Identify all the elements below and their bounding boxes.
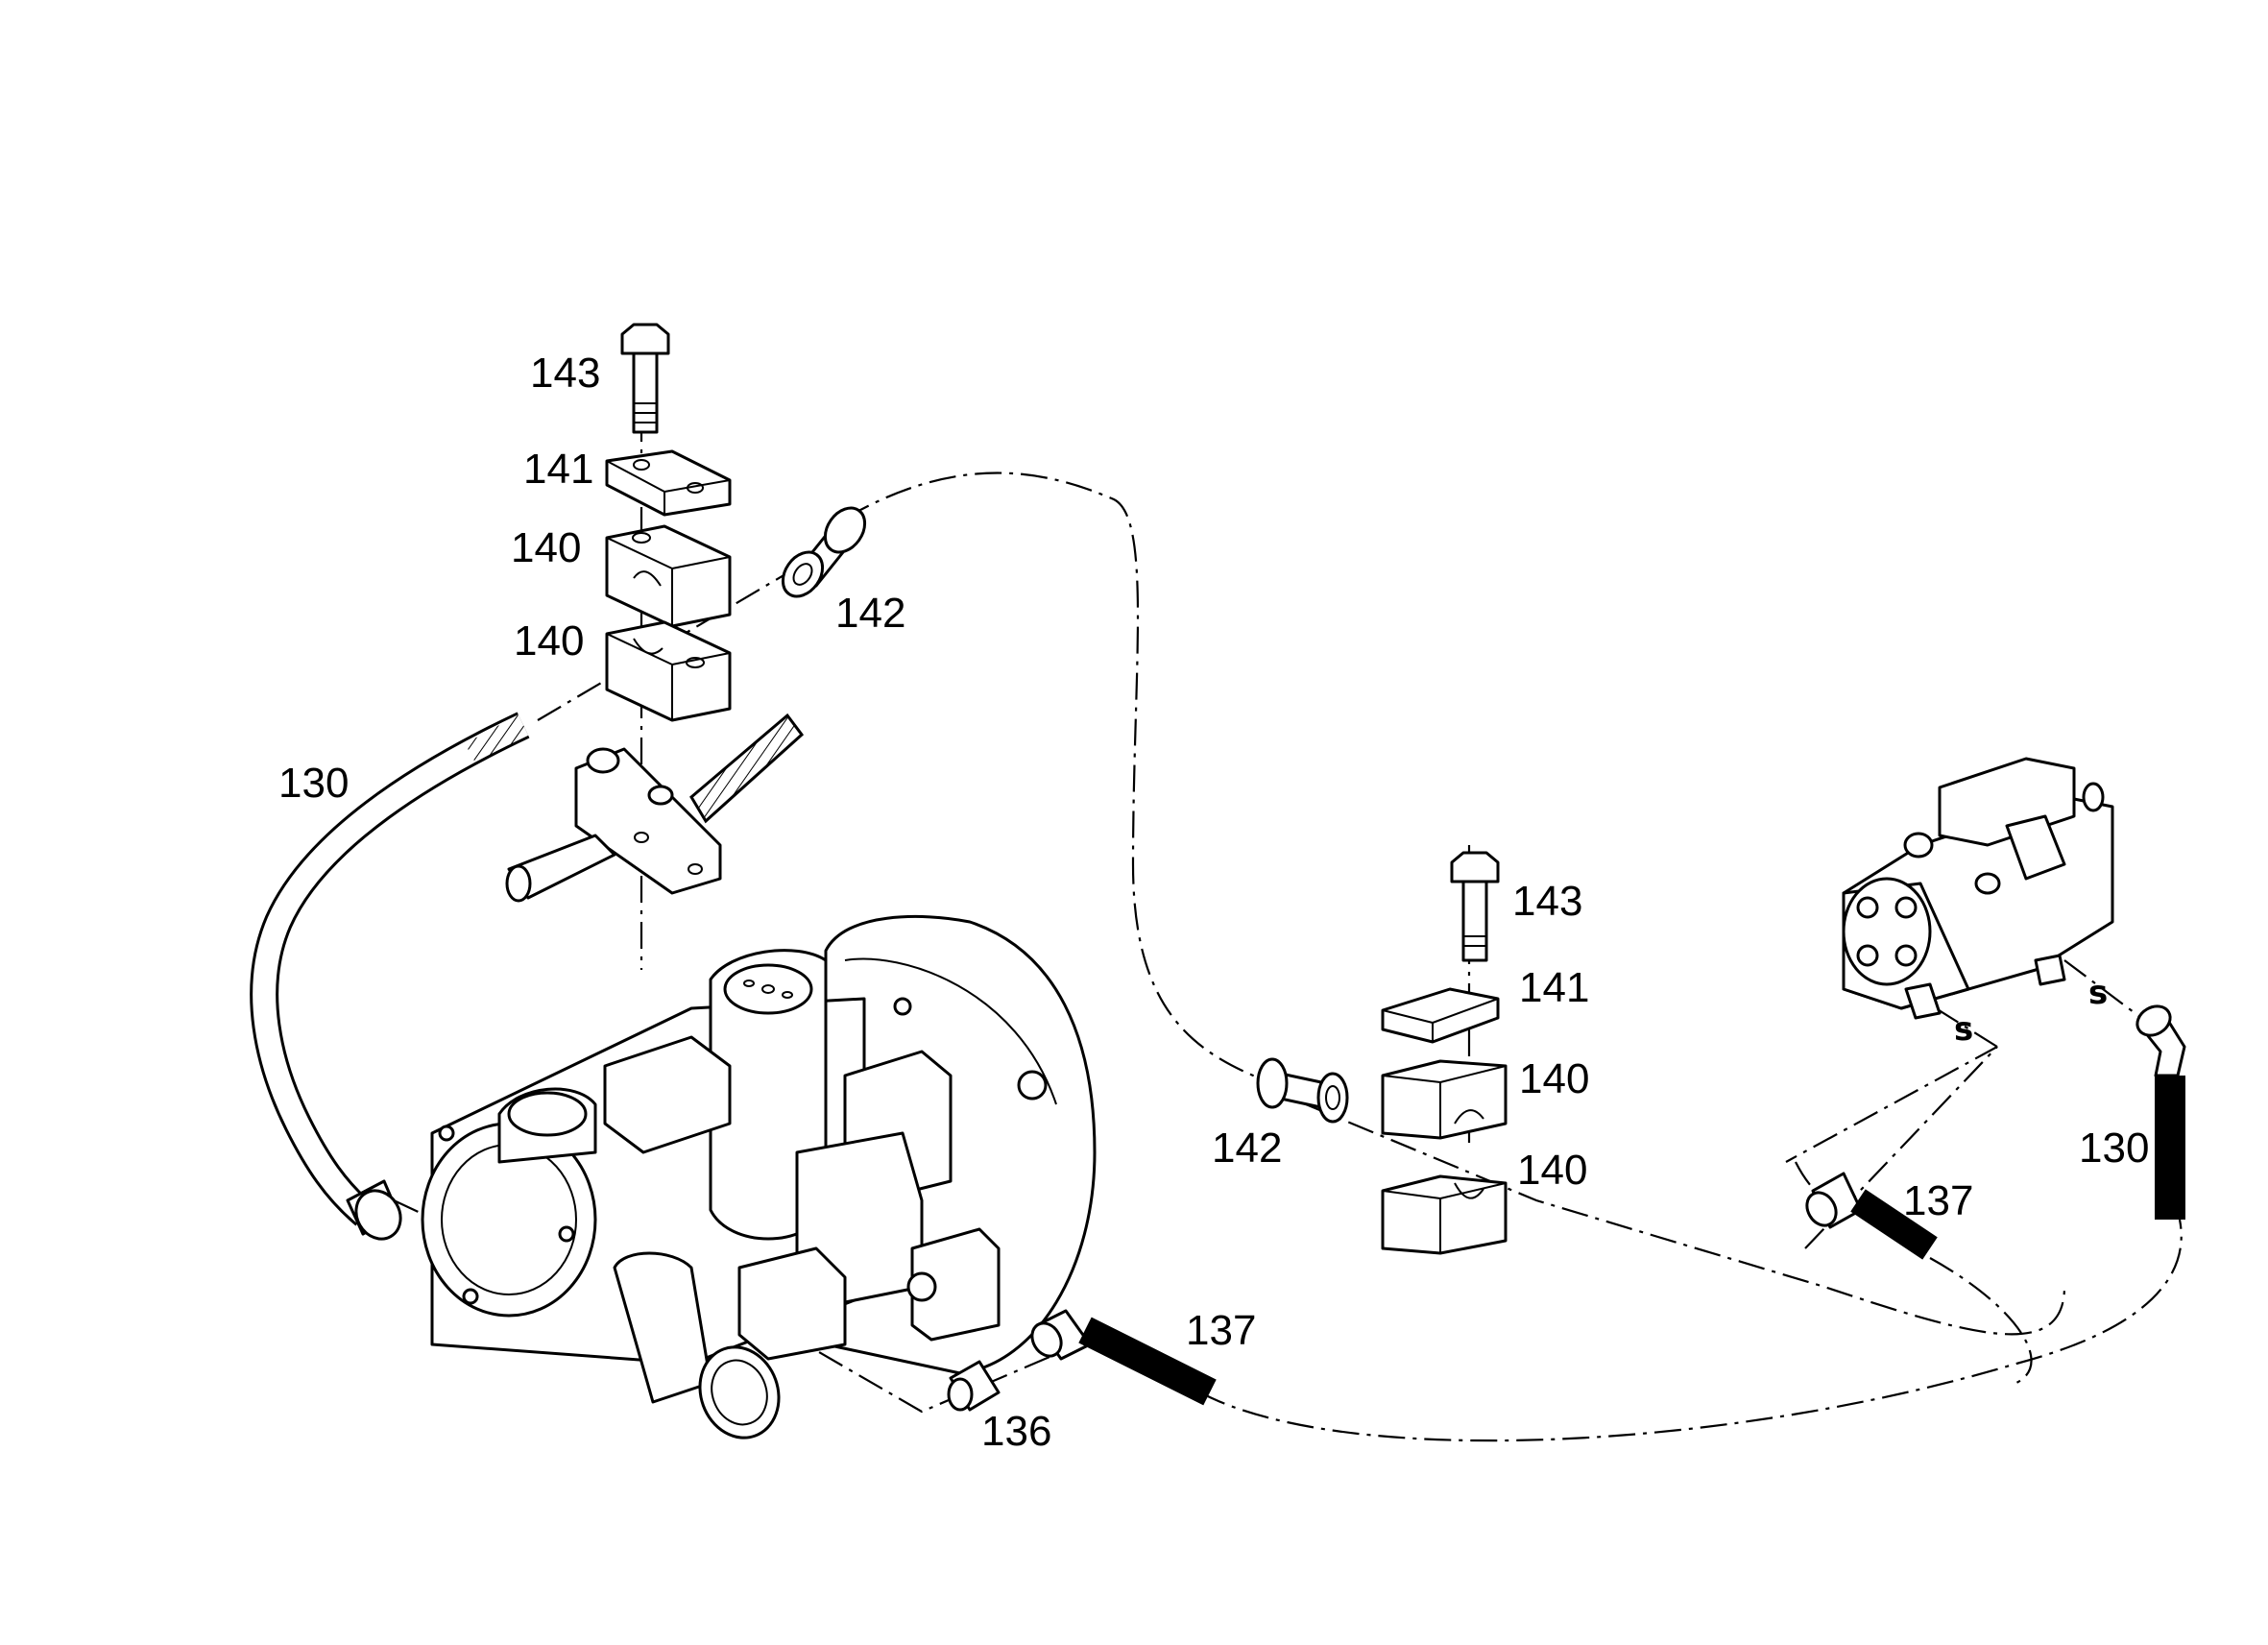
fitting-136 — [947, 1360, 1001, 1412]
clamp-half-140-left-bottom — [605, 620, 732, 722]
bolt-143-left — [620, 323, 670, 434]
callout-140-right-bottom: 140 — [1517, 1147, 1587, 1194]
clamp-half-140-right-bottom — [1381, 1174, 1508, 1255]
callout-140-left-top: 140 — [511, 524, 581, 571]
clamp-half-140-right-top — [1381, 1059, 1508, 1140]
plate-141-right — [1381, 987, 1500, 1044]
callout-141-left: 141 — [523, 446, 593, 493]
callout-130-right: 130 — [2079, 1125, 2149, 1172]
callout-143-right: 143 — [1512, 878, 1582, 925]
hose-137-right — [1805, 1172, 1938, 1260]
callout-141-right: 141 — [1519, 964, 1589, 1011]
callout-130-left: 130 — [278, 760, 349, 807]
port-mark-s-left: s — [1954, 1010, 1973, 1049]
sleeve-142-right — [1256, 1057, 1349, 1124]
bracket-mount-left — [505, 713, 805, 903]
hose-137-bottom — [1030, 1309, 1217, 1406]
hose-130-left — [250, 712, 530, 1241]
plate-141-left — [605, 449, 732, 517]
transmission-assembly — [421, 914, 1097, 1439]
callout-137-right: 137 — [1903, 1177, 1973, 1224]
callout-143-left: 143 — [530, 350, 600, 397]
clamp-half-140-left-top — [605, 524, 732, 628]
sleeve-142-left — [781, 506, 867, 598]
port-mark-s-right: s — [2088, 974, 2108, 1012]
callout-137-bottom: 137 — [1186, 1307, 1256, 1354]
callout-142-right: 142 — [1212, 1125, 1282, 1172]
callout-142-left: 142 — [835, 590, 905, 637]
callout-140-left-bottom: 140 — [514, 617, 584, 665]
bolt-143-right — [1450, 851, 1500, 962]
callout-140-right-top: 140 — [1519, 1055, 1589, 1102]
callout-136: 136 — [981, 1408, 1051, 1455]
hose-130-right — [2135, 1004, 2186, 1220]
hydraulic-pump-right — [1842, 757, 2114, 1020]
